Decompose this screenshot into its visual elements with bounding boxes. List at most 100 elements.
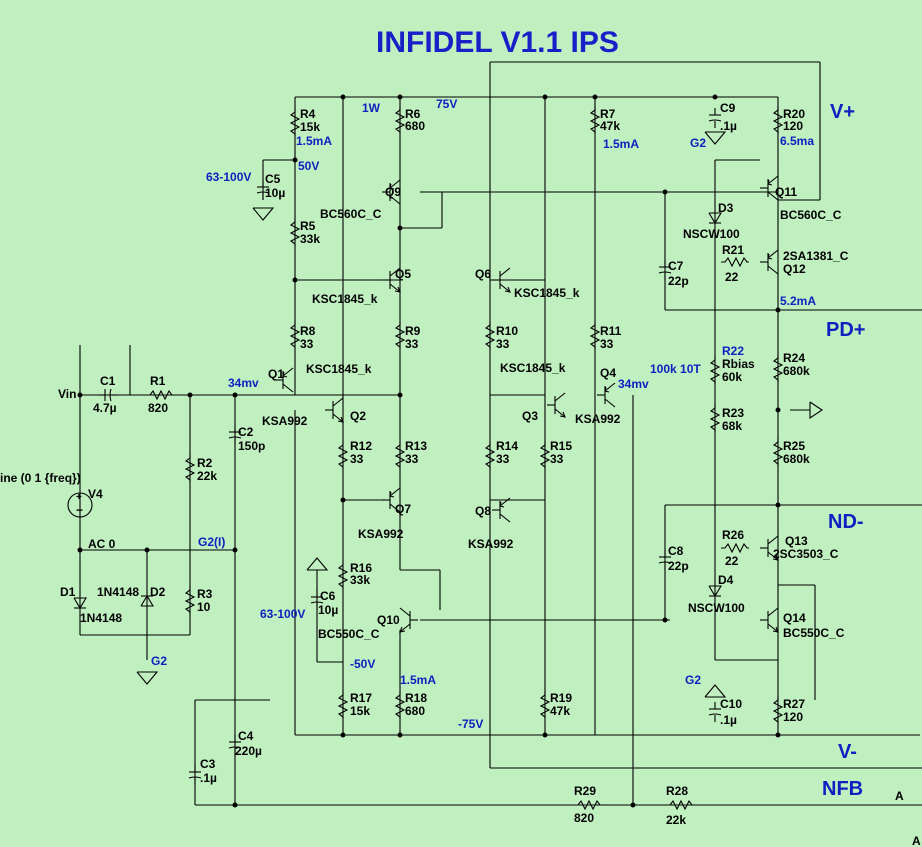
ann-100k-10t: 100k 10T bbox=[650, 362, 701, 376]
R5-name: R5 bbox=[300, 219, 316, 233]
R16-name: R16 bbox=[350, 561, 372, 575]
C10-name: C10 bbox=[720, 697, 742, 711]
Q8-name: Q8 bbox=[475, 504, 491, 518]
Q7-value: KSA992 bbox=[358, 527, 404, 541]
R2-value: 22k bbox=[197, 469, 217, 483]
ann-minus75v: -75V bbox=[458, 717, 483, 731]
R18-name: R18 bbox=[405, 691, 427, 705]
C8-value: 22p bbox=[668, 559, 689, 573]
R25-value: 680k bbox=[783, 452, 810, 466]
net-labels: V+ PD+ ND- V- NFB bbox=[822, 101, 865, 800]
D1-value: 1N4148 bbox=[80, 611, 122, 625]
annotations: 75V 1W 50V 63-100V 63-100V 1.5mA 1.5mA 1… bbox=[151, 97, 816, 731]
R13-value: 33 bbox=[405, 452, 419, 466]
R2-name: R2 bbox=[197, 456, 213, 470]
R21-name: R21 bbox=[722, 243, 744, 257]
ann-75v: 75V bbox=[436, 97, 457, 111]
Q13-value: 2SC3503_C bbox=[773, 547, 839, 561]
ground-label-g2i: G2(I) bbox=[198, 535, 225, 549]
ann-50v: 50V bbox=[298, 159, 319, 173]
ground-label-g2-left: G2 bbox=[151, 654, 167, 668]
Q6-value: KSC1845_k bbox=[514, 286, 580, 300]
C3-value: .1µ bbox=[200, 771, 217, 785]
Q12-value: 2SA1381_C bbox=[783, 249, 849, 263]
R28-value: 22k bbox=[666, 813, 686, 827]
R20-name: R20 bbox=[783, 107, 805, 121]
R12-name: R12 bbox=[350, 439, 372, 453]
R15-value: 33 bbox=[550, 452, 564, 466]
R8-value: 33 bbox=[300, 337, 314, 351]
R20-value: 120 bbox=[783, 119, 803, 133]
D3-name: D3 bbox=[718, 201, 734, 215]
svg-text:−: − bbox=[76, 503, 83, 517]
R25-name: R25 bbox=[783, 439, 805, 453]
R23-value: 68k bbox=[722, 419, 742, 433]
D4-name: D4 bbox=[718, 573, 734, 587]
net-pdplus: PD+ bbox=[826, 319, 865, 341]
R17-name: R17 bbox=[350, 691, 372, 705]
R4-name: R4 bbox=[300, 107, 316, 121]
R15-name: R15 bbox=[550, 439, 572, 453]
R29-value: 820 bbox=[574, 811, 594, 825]
R12-value: 33 bbox=[350, 452, 364, 466]
R9-value: 33 bbox=[405, 337, 419, 351]
R11-name: R11 bbox=[600, 324, 622, 338]
Q9-value: BC560C_C bbox=[320, 207, 382, 221]
ann-1-5ma-r7: 1.5mA bbox=[603, 137, 639, 151]
ann-34mv-right: 34mv bbox=[618, 377, 649, 391]
D4-value: NSCW100 bbox=[688, 601, 745, 615]
C8-name: C8 bbox=[668, 544, 684, 558]
R13-name: R13 bbox=[405, 439, 427, 453]
ann-minus50v: -50V bbox=[350, 657, 375, 671]
C10-value: .1µ bbox=[720, 713, 737, 727]
ground-label-g2-c10: G2 bbox=[685, 673, 701, 687]
Q7-name: Q7 bbox=[395, 502, 411, 516]
R8-name: R8 bbox=[300, 324, 316, 338]
R23-name: R23 bbox=[722, 406, 744, 420]
voltage-source: + − bbox=[67, 492, 93, 518]
R7-value: 47k bbox=[600, 119, 620, 133]
R5-value: 33k bbox=[300, 232, 320, 246]
R1-name: R1 bbox=[150, 374, 166, 388]
D3-value: NSCW100 bbox=[683, 227, 740, 241]
edge-label-a2: A bbox=[912, 834, 921, 847]
component-labels: C1 4.7µ R1 820 C2 150p R2 22k R3 10 D1 1… bbox=[60, 101, 849, 827]
Q11-name: Q11 bbox=[775, 185, 797, 199]
input-labels: Vin ine (0 1 {freq}) V4 AC 0 A A bbox=[0, 387, 921, 847]
R22-name: Rbias bbox=[722, 357, 755, 371]
Q4-value: KSA992 bbox=[575, 412, 621, 426]
R10-name: R10 bbox=[496, 324, 518, 338]
C1-value: 4.7µ bbox=[93, 401, 117, 415]
D2-name: D2 bbox=[150, 585, 166, 599]
C2-name: C2 bbox=[238, 425, 254, 439]
C5-name: C5 bbox=[265, 172, 281, 186]
C7-name: C7 bbox=[668, 259, 684, 273]
R6-value: 680 bbox=[405, 119, 425, 133]
ann-63-100v-top: 63-100V bbox=[206, 170, 251, 184]
R6-name: R6 bbox=[405, 107, 421, 121]
Q14-value: BC550C_C bbox=[783, 626, 845, 640]
R10-value: 33 bbox=[496, 337, 510, 351]
ann-1-5ma-r18: 1.5mA bbox=[400, 673, 436, 687]
svg-text:+: + bbox=[76, 492, 82, 503]
R17-value: 15k bbox=[350, 704, 370, 718]
diode-symbols bbox=[73, 212, 722, 610]
R27-name: R27 bbox=[783, 697, 805, 711]
label-ac0: AC 0 bbox=[88, 537, 116, 551]
R27-value: 120 bbox=[783, 710, 803, 724]
ann-r22: R22 bbox=[722, 344, 744, 358]
C9-name: C9 bbox=[720, 101, 736, 115]
ann-1w: 1W bbox=[362, 101, 381, 115]
ann-6-5ma: 6.5ma bbox=[780, 134, 814, 148]
R21-value: 22 bbox=[725, 270, 739, 284]
ground-symbols bbox=[136, 131, 823, 698]
R11-value: 33 bbox=[600, 337, 614, 351]
R16-value: 33k bbox=[350, 573, 370, 587]
R28-name: R28 bbox=[666, 784, 688, 798]
Q5-value: KSC1845_k bbox=[312, 292, 378, 306]
Q3-name: Q3 bbox=[522, 409, 538, 423]
C7-value: 22p bbox=[668, 274, 689, 288]
R26-value: 22 bbox=[725, 554, 739, 568]
Q2-value: KSC1845_k bbox=[306, 362, 372, 376]
